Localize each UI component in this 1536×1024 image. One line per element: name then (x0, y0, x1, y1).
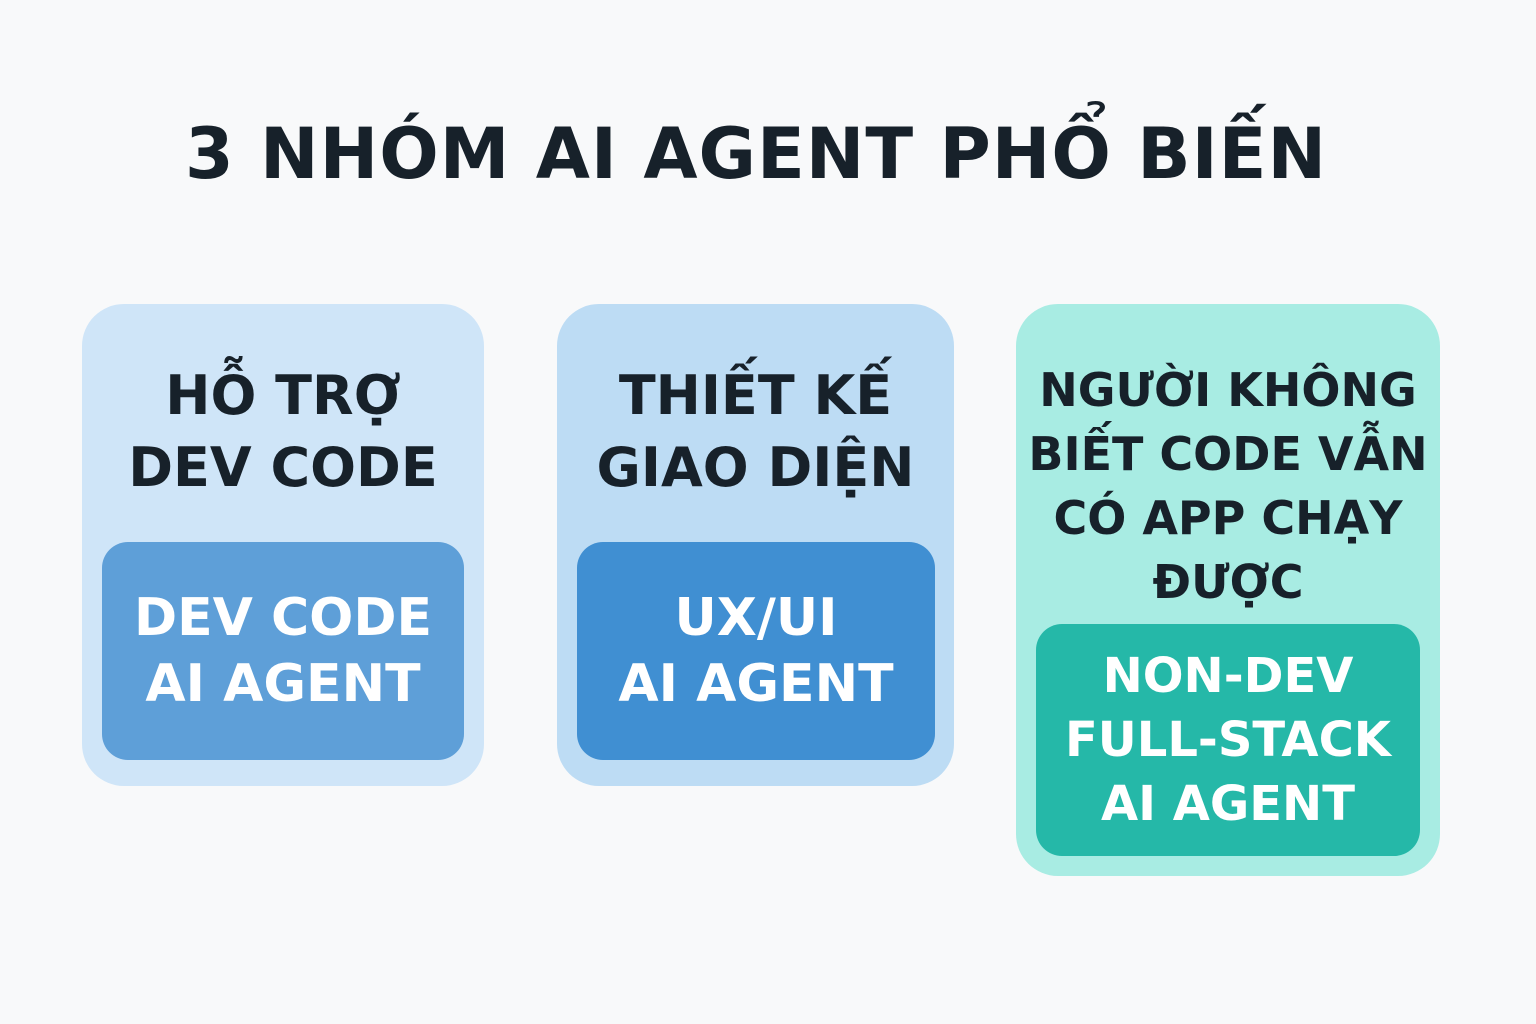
card-heading: THIẾT KẾ GIAO DIỆN (596, 364, 915, 499)
card-label-box: UX/UI AI AGENT (577, 542, 935, 760)
card-label-box: NON-DEV FULL-STACK AI AGENT (1036, 624, 1420, 856)
card-ux-ui: THIẾT KẾ GIAO DIỆN UX/UI AI AGENT (557, 304, 954, 786)
card-heading: HỖ TRỢ DEV CODE (128, 364, 438, 499)
page-title: 3 NHÓM AI AGENT PHỔ BIẾN (184, 113, 1328, 195)
card-non-dev: NGƯỜI KHÔNG BIẾT CODE VẪN CÓ APP CHẠY ĐƯ… (1016, 304, 1440, 876)
card-dev-code: HỖ TRỢ DEV CODE DEV CODE AI AGENT (82, 304, 484, 786)
card-heading: NGƯỜI KHÔNG BIẾT CODE VẪN CÓ APP CHẠY ĐƯ… (1028, 363, 1428, 609)
card-label-box: DEV CODE AI AGENT (102, 542, 464, 760)
